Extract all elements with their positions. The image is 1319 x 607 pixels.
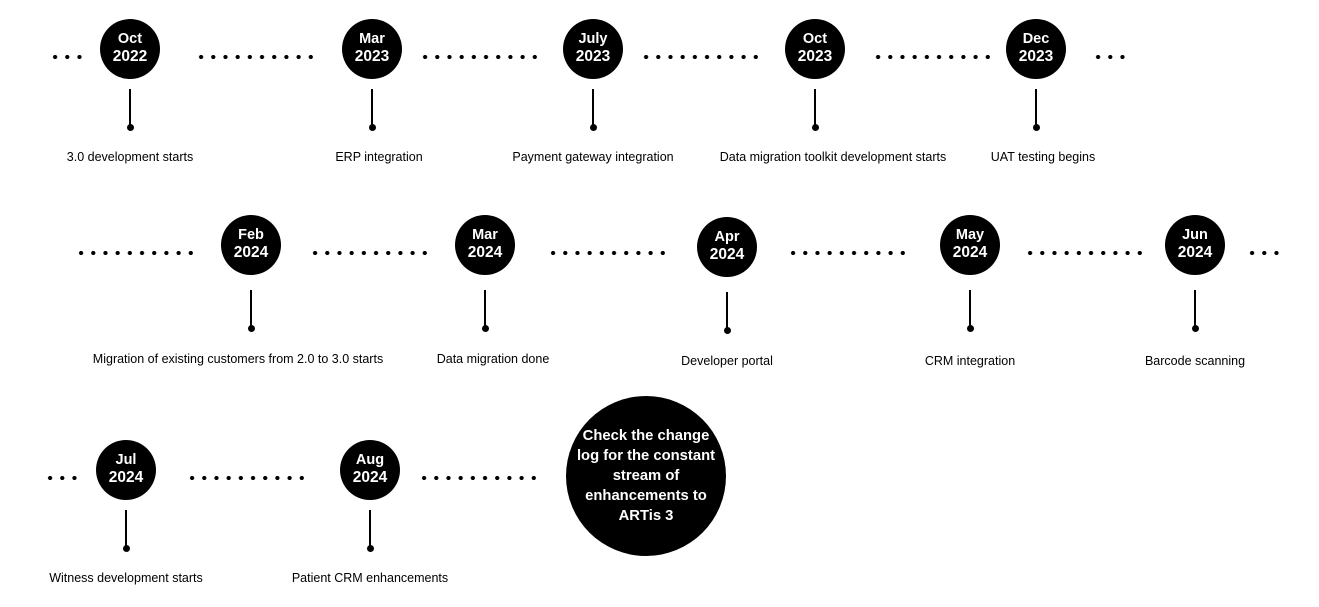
milestone-year: 2024 xyxy=(467,244,503,262)
timeline-dots xyxy=(419,55,541,59)
milestone-year: 2024 xyxy=(352,469,388,487)
milestone-year: 2024 xyxy=(233,244,269,262)
milestone-year: 2022 xyxy=(112,48,148,66)
milestone-month: Dec xyxy=(1022,31,1050,47)
milestone-date-circle: Oct 2022 xyxy=(100,19,160,79)
milestone-date-circle: Dec 2023 xyxy=(1006,19,1066,79)
timeline-dots xyxy=(186,476,308,480)
milestone-stem-dot xyxy=(126,124,134,131)
milestone-label: Migration of existing customers from 2.0… xyxy=(92,352,384,366)
timeline-dots xyxy=(44,476,82,480)
milestone-stem-dot xyxy=(1032,124,1040,131)
milestone-date-circle: July 2023 xyxy=(563,19,623,79)
milestone-month: Oct xyxy=(117,31,143,47)
timeline-dots xyxy=(195,55,317,59)
milestone-month: Jul xyxy=(115,452,137,468)
milestone-label: CRM integration xyxy=(924,354,1016,368)
milestone-date-circle: Jul 2024 xyxy=(96,440,156,500)
timeline-dots xyxy=(75,251,197,255)
timeline-dots xyxy=(49,55,87,59)
milestone-stem-dot xyxy=(811,124,819,131)
milestone-date-circle: May 2024 xyxy=(940,215,1000,275)
milestone-month: May xyxy=(955,227,985,243)
milestone-month: Jun xyxy=(1182,227,1208,243)
milestone-month: Mar xyxy=(359,31,385,47)
milestone-stem xyxy=(969,290,971,328)
timeline-dots xyxy=(1246,251,1284,255)
milestone-label: Patient CRM enhancements xyxy=(291,571,449,585)
timeline-dots xyxy=(547,251,669,255)
milestone-stem xyxy=(1194,290,1196,328)
milestone-stem-dot xyxy=(1191,325,1199,332)
milestone-stem-dot xyxy=(481,325,489,332)
milestone-stem xyxy=(592,89,594,127)
milestone-stem-dot xyxy=(723,327,731,334)
milestone-stem-dot xyxy=(366,545,374,552)
milestone-date-circle: Jun 2024 xyxy=(1165,215,1225,275)
milestone-date-circle: Mar 2024 xyxy=(455,215,515,275)
milestone-date-circle: Aug 2024 xyxy=(340,440,400,500)
milestone-label: ERP integration xyxy=(335,150,423,164)
changelog-callout-text: Check the change log for the constant st… xyxy=(576,427,716,525)
timeline-dots xyxy=(1092,55,1130,59)
milestone-date-circle: Apr 2024 xyxy=(697,217,757,277)
milestone-date-circle: Mar 2023 xyxy=(342,19,402,79)
milestone-label: Witness development starts xyxy=(49,571,203,585)
milestone-label: 3.0 development starts xyxy=(66,150,194,164)
milestone-label: Data migration toolkit development start… xyxy=(719,150,947,164)
milestone-stem-dot xyxy=(368,124,376,131)
timeline-dots xyxy=(872,55,994,59)
changelog-callout: Check the change log for the constant st… xyxy=(566,396,726,556)
milestone-date-circle: Oct 2023 xyxy=(785,19,845,79)
milestone-stem xyxy=(814,89,816,127)
milestone-label: UAT testing begins xyxy=(990,150,1096,164)
milestone-stem xyxy=(484,290,486,328)
milestone-month: Oct xyxy=(802,31,828,47)
milestone-year: 2023 xyxy=(797,48,833,66)
milestone-stem-dot xyxy=(966,325,974,332)
milestone-year: 2024 xyxy=(952,244,988,262)
milestone-stem xyxy=(1035,89,1037,127)
milestone-year: 2024 xyxy=(1177,244,1213,262)
milestone-month: Feb xyxy=(238,227,264,243)
milestone-month: Mar xyxy=(472,227,498,243)
timeline-dots xyxy=(418,476,540,480)
milestone-stem xyxy=(726,292,728,330)
milestone-year: 2024 xyxy=(709,246,745,264)
milestone-stem xyxy=(250,290,252,328)
milestone-stem-dot xyxy=(247,325,255,332)
timeline-dots xyxy=(640,55,762,59)
milestone-month: July xyxy=(578,31,608,47)
timeline-dots xyxy=(787,251,909,255)
milestone-stem xyxy=(369,510,371,548)
milestone-stem xyxy=(129,89,131,127)
milestone-year: 2023 xyxy=(575,48,611,66)
milestone-month: Apr xyxy=(714,229,740,245)
milestone-month: Aug xyxy=(355,452,385,468)
milestone-year: 2023 xyxy=(354,48,390,66)
milestone-label: Barcode scanning xyxy=(1144,354,1246,368)
milestone-label: Payment gateway integration xyxy=(512,150,674,164)
timeline-dots xyxy=(309,251,431,255)
milestone-stem xyxy=(371,89,373,127)
timeline-dots xyxy=(1024,251,1146,255)
milestone-label: Data migration done xyxy=(436,352,550,366)
milestone-stem-dot xyxy=(589,124,597,131)
milestone-year: 2024 xyxy=(108,469,144,487)
milestone-stem xyxy=(125,510,127,548)
milestone-date-circle: Feb 2024 xyxy=(221,215,281,275)
milestone-year: 2023 xyxy=(1018,48,1054,66)
milestone-label: Developer portal xyxy=(681,354,773,368)
milestone-stem-dot xyxy=(122,545,130,552)
